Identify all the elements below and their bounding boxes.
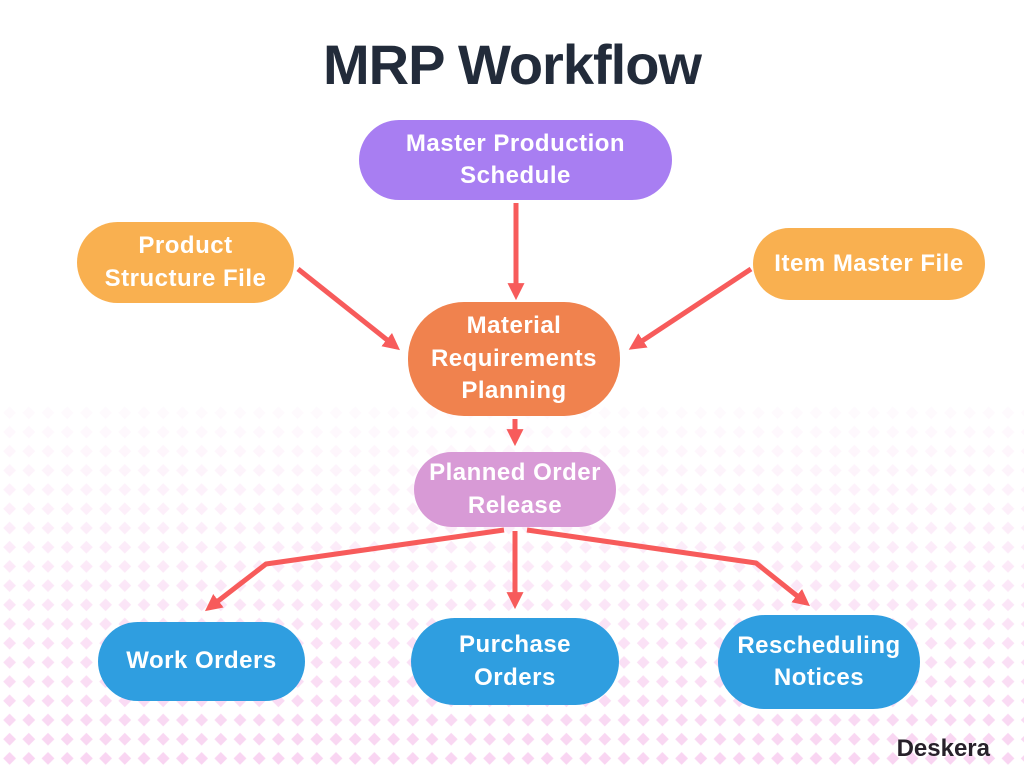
arrow-por-to-work-orders [204,527,505,612]
node-label: Master Production Schedule [405,129,626,189]
arrow-por-to-rescheduling-notices [526,527,810,607]
node-label: Purchase Orders [458,631,572,691]
node-label: Item Master File [774,249,964,277]
node-master-production-schedule: Master Production Schedule [359,120,672,200]
node-item-master-file: Item Master File [753,228,985,300]
node-label: Work Orders [126,647,277,675]
node-purchase-orders: Purchase Orders [411,618,619,705]
page-title: MRP Workflow [323,33,702,96]
node-material-requirements-planning: Material Requirements Planning [408,302,620,416]
node-work-orders: Work Orders [98,622,305,701]
node-label: Rescheduling Notices [737,631,901,691]
arrow-psf-to-mrp [296,267,400,351]
node-product-structure-file: Product Structure File [77,222,294,303]
arrow-imf-to-mrp [628,266,753,350]
node-label: Material Requirements Planning [430,312,598,405]
node-planned-order-release: Planned Order Release [414,452,616,527]
node-label: Planned Order Release [429,459,601,519]
node-label: Product Structure File [104,232,267,292]
deskera-logo: Deskera [896,735,990,762]
node-rescheduling-notices: Rescheduling Notices [718,615,920,709]
